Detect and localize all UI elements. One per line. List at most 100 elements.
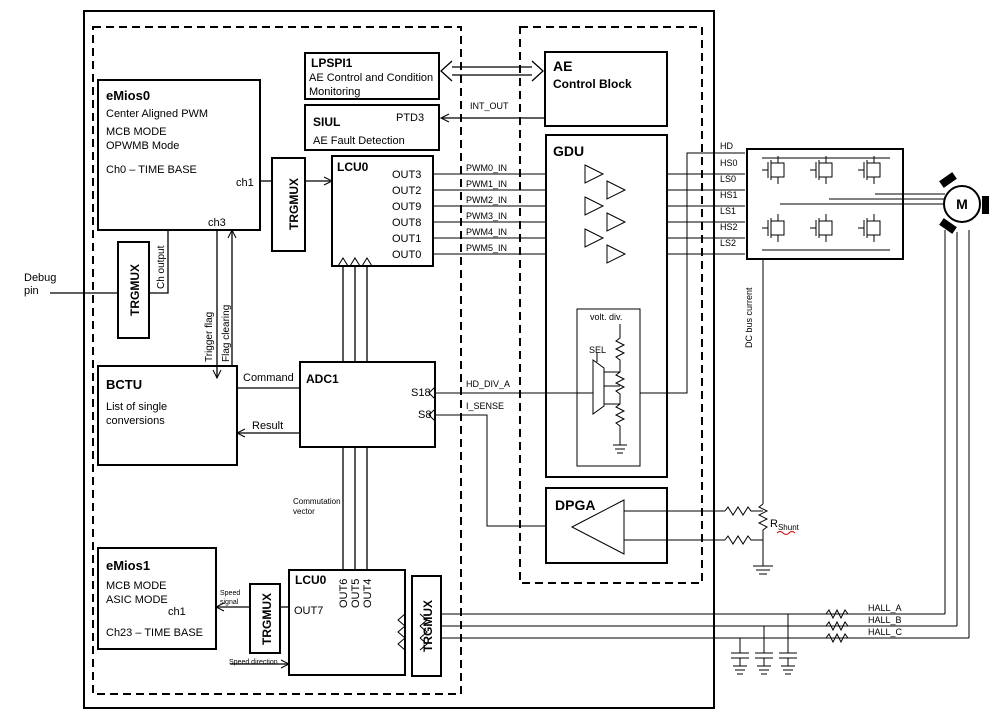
emios0-title: eMios0 [106,88,150,103]
trgmux-top: TRGMUX [260,157,334,252]
svg-text:AE Fault Detection: AE Fault Detection [313,135,405,147]
pwm-signal-label: PWM4_IN [466,227,507,237]
bctu-block: BCTU List of single conversions Trigger … [97,228,238,466]
trgmux-debug: TRGMUX Ch output [117,230,169,339]
svg-text:TRGMUX: TRGMUX [260,593,274,645]
mosfet-icon [810,214,833,242]
bridge-signal-label: HD [720,141,733,151]
gate-driver-buffer [606,244,627,264]
pwm-signal-label: PWM1_IN [466,179,507,189]
mosfet-icon [810,156,833,184]
svg-text:Center Aligned PWM: Center Aligned PWM [106,108,208,120]
lcu0-output-out9: OUT9 [392,201,421,213]
trgmux-hall: TRGMUX [411,575,442,677]
dc-bus-current: DC bus current [744,259,764,504]
svg-text:LCU0: LCU0 [337,160,369,174]
svg-text:Result: Result [252,420,283,432]
svg-text:BCTU: BCTU [106,377,142,392]
svg-text:Ch0 – TIME BASE: Ch0 – TIME BASE [106,164,197,176]
bridge-signal-label: HS2 [720,222,738,232]
siul-block: SIUL PTD3 AE Fault Detection INT_OUT [304,101,545,151]
svg-text:PTD3: PTD3 [396,112,424,124]
svg-text:S8: S8 [418,409,431,421]
svg-text:SEL: SEL [589,345,606,355]
svg-text:Speed direction: Speed direction [229,659,278,666]
int-out-label: INT_OUT [470,101,509,111]
gate-driver-buffer [606,180,627,200]
svg-text:LCU0: LCU0 [295,573,327,587]
svg-text:Control Block: Control Block [553,77,632,91]
svg-text:I_SENSE: I_SENSE [466,401,504,411]
dpga-block: DPGA [545,487,725,564]
trgmux-speed: TRGMUX [249,583,290,654]
hall-label: HALL_C [868,627,903,637]
lcu0-output-out2: OUT2 [392,185,421,197]
hall-wires-to-motor [944,230,970,638]
svg-text:OUT6: OUT6 [338,579,350,608]
svg-text:TRGMUX: TRGMUX [128,264,142,316]
hall-resistor [825,632,849,644]
svg-text:OUT4: OUT4 [362,579,374,608]
bridge-signal-label: LS2 [720,238,736,248]
svg-text:Ch output: Ch output [156,245,167,289]
bridge-signal-label: LS0 [720,174,736,184]
svg-text:conversions: conversions [106,415,165,427]
i-sense-line: I_SENSE [435,401,572,527]
svg-text:RShunt: RShunt [770,518,800,532]
gdu-block: GDU volt. div. SEL [545,134,668,478]
svg-text:AE Control and Condition: AE Control and Condition [309,72,433,84]
svg-text:OUT5: OUT5 [350,579,362,608]
gate-driver-buffer [584,196,605,216]
svg-text:List of single: List of single [106,401,167,413]
svg-text:Flag clearing: Flag clearing [221,305,232,362]
gate-driver-buffer [606,212,627,232]
hall-filter-capacitors [731,614,797,675]
hd-sense-line [640,152,745,394]
lcu0-output-out8: OUT8 [392,217,421,229]
svg-text:ADC1: ADC1 [306,372,339,386]
hall-label: HALL_A [868,603,902,613]
svg-text:Trigger flag: Trigger flag [204,312,215,362]
pwm-signal-label: PWM3_IN [466,211,507,221]
adc1-block: ADC1 S18 S8 Command Result [235,266,436,570]
pwm-signal-label: PWM5_IN [466,243,507,253]
svg-text:HD_DIV_A: HD_DIV_A [466,379,510,389]
hall-resistor [825,620,849,632]
hd-div-a-line: HD_DIV_A [435,379,577,394]
bridge-signal-label: HS0 [720,158,738,168]
pwm-signal-label: PWM0_IN [466,163,507,173]
lpspi1-block: LPSPI1 AE Control and Condition Monitori… [304,52,440,100]
hall-label: HALL_B [868,615,902,625]
mosfet-icon [762,156,785,184]
motor: M [939,172,989,234]
svg-text:S18: S18 [411,387,431,399]
lcu0-output-out0: OUT0 [392,249,421,261]
mcu-dashed-region [92,26,462,695]
hall-resistor [825,608,849,620]
svg-text:Command: Command [243,372,294,384]
lcu0-output-out1: OUT1 [392,233,421,245]
ae-control-block: AE Control Block [544,51,668,127]
power-bridge [746,148,955,260]
svg-text:TRGMUX: TRGMUX [421,600,435,652]
spi-link-arrow [440,60,544,82]
ae-dashed-region [519,26,703,584]
svg-text:eMios1: eMios1 [106,558,150,573]
lcu0-bottom-block: LCU0 OUT7 OUT6 OUT5 OUT4 Speed direction [229,569,406,676]
bridge-signal-label: HS1 [720,190,738,200]
svg-text:Monitoring: Monitoring [309,86,360,98]
svg-text:OPWMB Mode: OPWMB Mode [106,140,179,152]
svg-text:TRGMUX: TRGMUX [287,178,301,230]
svg-text:ASIC MODE: ASIC MODE [106,594,168,606]
emios1-block: eMios1 MCB MODE ASIC MODE ch1 Ch23 – TIM… [97,547,250,650]
shunt-network: RShunt [724,503,800,575]
svg-text:volt. div.: volt. div. [590,312,622,322]
svg-text:MCB MODE: MCB MODE [106,126,167,138]
